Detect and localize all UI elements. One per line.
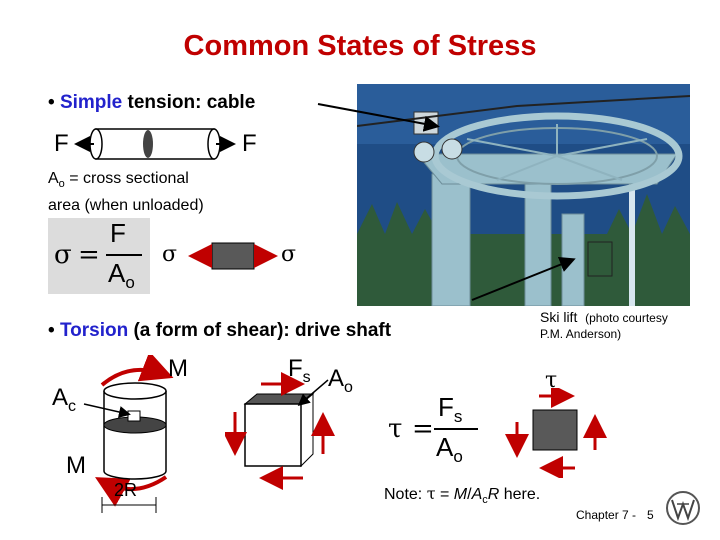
area-text-2: area (when unloaded) [48,197,204,215]
tau-block [532,409,578,451]
shear-eq-equals: = [412,414,434,444]
tension-block-diagram [188,242,278,270]
torsion-note: Note: τ = M/AcR here. [384,484,541,507]
bullet-dot: • [48,92,60,113]
shear-eq-tau: τ [388,414,403,444]
area-description: Ao = cross sectional area (when unloaded… [48,168,204,216]
force-label-left: F [54,130,69,157]
bullet-1-text: tension: cable [122,92,256,113]
bullet-2-text: (a form of shear): drive shaft [128,320,392,341]
shear-eq-denominator: Ao [436,432,463,467]
shear-equation: τ = Fs Ao [384,392,480,468]
area-subscript: o [58,178,65,191]
area-symbol: A [48,170,59,187]
cable-diagram [74,128,236,160]
photo-caption-title: Ski lift [540,309,578,325]
shaft-cylinder [103,382,167,480]
photo-credit-2: P.M. Anderson) [540,327,622,341]
sigma-left-label: σ [162,242,178,267]
tension-block [211,242,255,270]
moment-arrow-top [100,355,174,387]
tension-equation-box: σ = F Ao [48,218,150,294]
tension-eq-den-sub: o [125,273,135,293]
photo-credit-1: (photo courtesy [585,311,668,325]
moment-label-bottom: M [66,452,86,479]
photo-caption: Ski lift (photo courtesy [540,309,668,325]
cable-shape [89,128,221,160]
bullet-1-keyword: Simple [59,92,123,113]
footer-chapter: Chapter 7 - [576,508,637,522]
bullet-simple-tension: • Simple tension: cable [48,92,255,114]
bullet-dot: • [48,320,60,341]
bullet-2-keyword: Torsion [59,320,129,341]
university-logo [666,491,700,525]
moment-label-top: M [168,355,188,382]
ski-lift-photo [357,84,690,306]
tension-eq-sigma: σ [54,240,72,270]
tension-eq-fraction-bar [106,254,142,256]
ao-label: Ao [328,365,353,396]
fs-label: Fs [288,355,311,386]
cube-front-face [244,403,302,467]
sigma-right-label: σ [281,242,297,267]
moment-arrow-bottom [95,475,168,507]
tension-eq-denominator: Ao [108,258,135,293]
area-text-1: = cross sectional [64,170,189,187]
slide-title: Common States of Stress [183,30,537,62]
area-c-label: Ac [52,384,77,415]
tension-eq-numerator: F [110,218,126,248]
tau-label: τ [545,368,558,393]
footer-page: 5 [647,508,654,522]
shear-eq-fraction-bar [434,428,478,430]
force-label-right: F [242,130,257,157]
shear-eq-numerator: Fs [438,392,463,427]
torsion-cylinder-diagram [95,355,174,513]
radius-label: 2R [114,480,138,500]
tension-eq-equals: = [78,240,100,270]
bullet-torsion: • Torsion (a form of shear): drive shaft [48,320,391,342]
tau-block-diagram [505,388,607,478]
shear-cube-diagram [225,372,335,490]
